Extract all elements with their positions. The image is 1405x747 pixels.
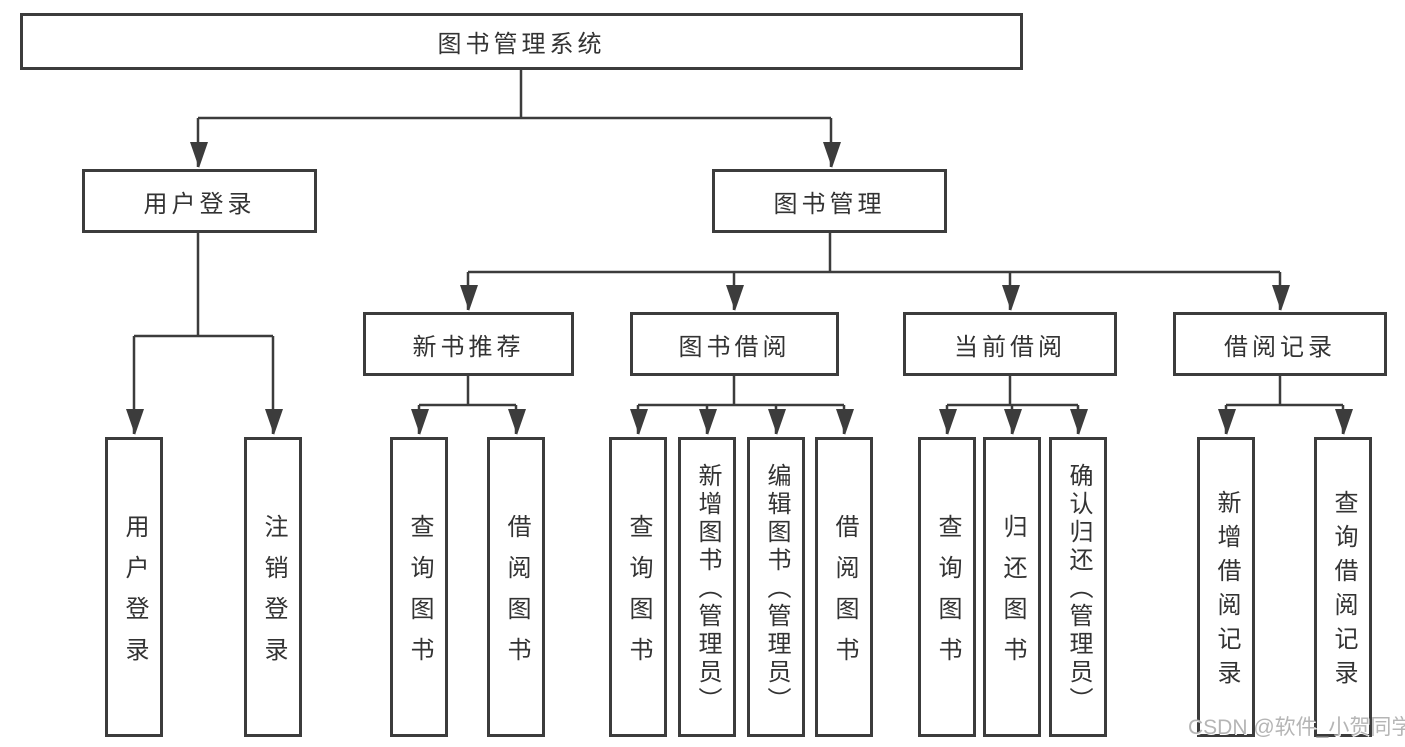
leaf-add-borrow-record: 新增借阅记录: [1197, 437, 1255, 737]
leaf-user-login: 用户登录: [105, 437, 163, 737]
leaf-query-books-borrow-label: 查询图书: [625, 513, 652, 678]
leaf-logout: 注销登录: [244, 437, 302, 737]
node-root: 图书管理系统: [20, 13, 1023, 70]
leaf-user-login-label: 用户登录: [121, 513, 148, 678]
leaf-return-books: 归还图书: [983, 437, 1041, 737]
node-book-management: 图书管理: [712, 169, 947, 233]
leaf-borrow-books-recommend: 借阅图书: [487, 437, 545, 737]
leaf-query-books-current: 查询图书: [918, 437, 976, 737]
node-user-login: 用户登录: [82, 169, 317, 233]
leaf-query-books-current-label: 查询图书: [934, 513, 961, 678]
node-book-borrow: 图书借阅: [630, 312, 839, 376]
node-new-book-recommend: 新书推荐: [363, 312, 574, 376]
leaf-edit-book-admin-label: 编辑图书（管理员）: [763, 463, 790, 715]
leaf-query-books-borrow: 查询图书: [609, 437, 667, 737]
leaf-borrow-books-recommend-label: 借阅图书: [503, 513, 530, 678]
watermark: CSDN @软件_小贺同学: [1188, 716, 1405, 739]
leaf-borrow-books-label: 借阅图书: [831, 513, 858, 678]
leaf-query-borrow-record-label: 查询借阅记录: [1330, 490, 1357, 694]
leaf-confirm-return-admin-label: 确认归还（管理员）: [1065, 463, 1092, 715]
leaf-query-borrow-record: 查询借阅记录: [1314, 437, 1372, 737]
leaf-add-borrow-record-label: 新增借阅记录: [1213, 490, 1240, 694]
leaf-borrow-books: 借阅图书: [815, 437, 873, 737]
node-borrow-records: 借阅记录: [1173, 312, 1387, 376]
leaf-edit-book-admin: 编辑图书（管理员）: [747, 437, 805, 737]
leaf-add-book-admin: 新增图书（管理员）: [678, 437, 736, 737]
leaf-confirm-return-admin: 确认归还（管理员）: [1049, 437, 1107, 737]
leaf-logout-label: 注销登录: [260, 513, 287, 678]
leaf-add-book-admin-label: 新增图书（管理员）: [694, 463, 721, 715]
leaf-query-books-recommend: 查询图书: [390, 437, 448, 737]
node-current-borrow: 当前借阅: [903, 312, 1117, 376]
leaf-return-books-label: 归还图书: [999, 513, 1026, 678]
leaf-query-books-recommend-label: 查询图书: [406, 513, 433, 678]
